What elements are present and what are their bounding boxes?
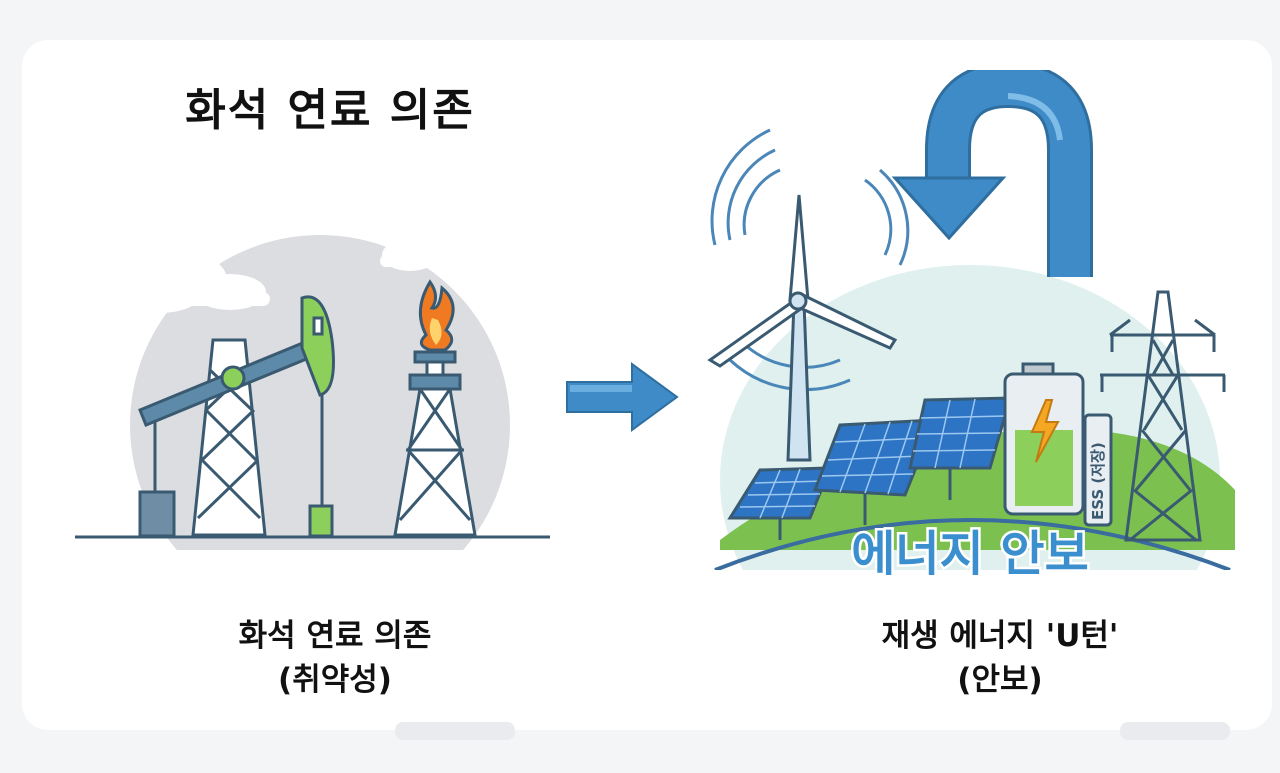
fossil-fuel-scene	[75, 220, 550, 550]
right-caption: 재생 에너지 'U턴' (안보)	[790, 614, 1210, 702]
battery-label: ESS (저장)	[1089, 442, 1107, 520]
solar-panel-icon	[727, 396, 1013, 540]
footer-left-blur	[395, 722, 515, 740]
energy-security-banner: 에너지 안보	[851, 526, 1089, 582]
battery-icon: ESS (저장)	[1003, 362, 1113, 527]
horizon-arc	[714, 518, 1231, 572]
pumpjack-icon	[138, 295, 335, 538]
right-caption-line2: (안보)	[957, 662, 1043, 698]
left-caption-line2: (취약성)	[278, 662, 392, 698]
u-turn-arrow-icon	[891, 70, 1093, 277]
cloud-left	[120, 256, 270, 313]
left-caption-line1: 화석 연료 의존	[238, 618, 432, 654]
renewable-energy-scene: ESS (저장) 에너지 안보	[690, 70, 1260, 590]
left-heading: 화석 연료 의존	[185, 85, 475, 136]
cloud-right	[380, 220, 510, 271]
left-caption: 화석 연료 의존 (취약성)	[140, 614, 530, 702]
right-caption-line1: 재생 에너지 'U턴'	[881, 618, 1119, 654]
right-arrow-icon	[566, 362, 679, 432]
transmission-tower-icon	[1100, 290, 1226, 542]
gas-flare-icon	[393, 279, 477, 537]
wind-turbine-icon	[707, 128, 910, 462]
footer-right-blur	[1120, 722, 1230, 740]
